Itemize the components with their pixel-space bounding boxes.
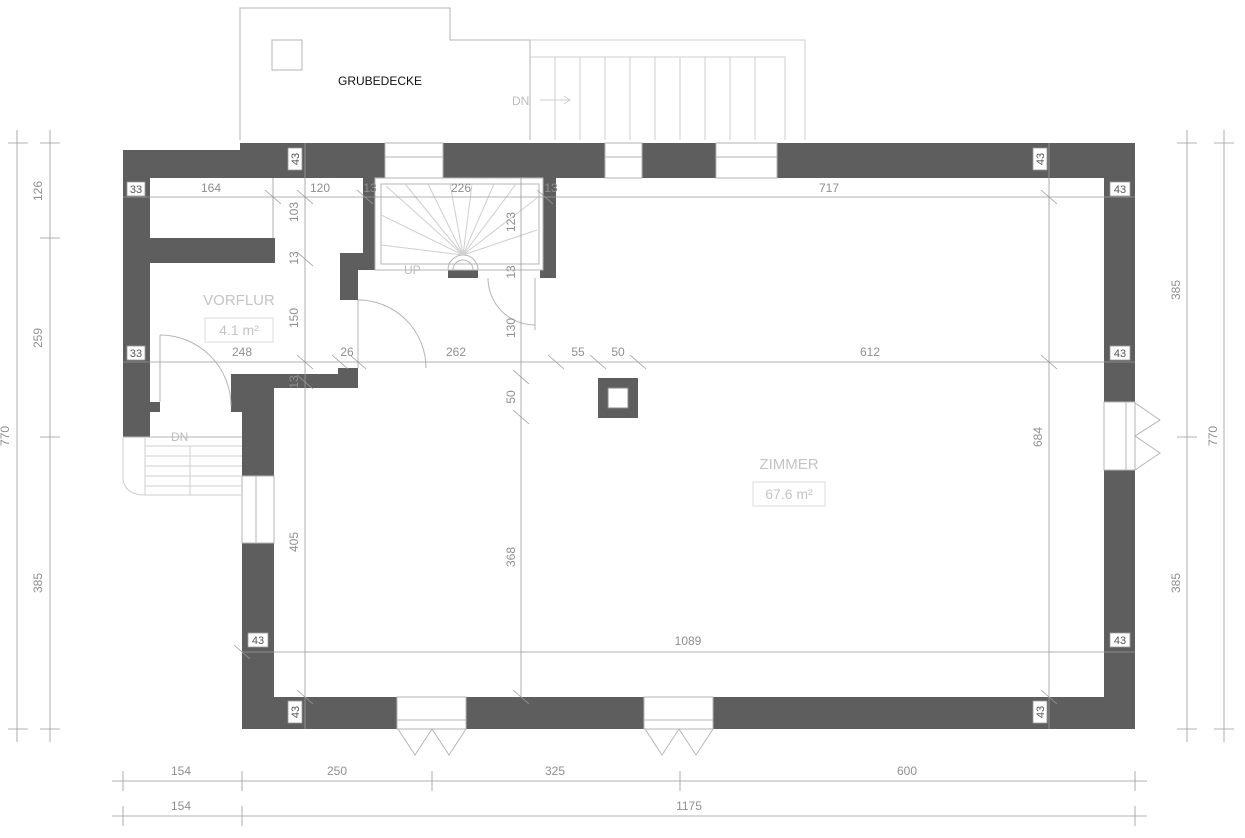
tag-43-right-b: 43 (1114, 348, 1126, 360)
dim-13-mid: 13 (287, 375, 301, 389)
dim-405: 405 (287, 532, 301, 552)
room-name-zimmer: ZIMMER (759, 456, 818, 473)
tag-43-top-right: 43 (1035, 153, 1047, 165)
dim-bottom-325: 325 (545, 764, 565, 778)
dim-130: 130 (504, 318, 518, 338)
dim-103: 103 (287, 202, 301, 222)
dim-123: 123 (504, 212, 518, 232)
grubedecke-annex: DN GRUBEDECKE (239, 7, 806, 140)
stair-dn-left-label: DN (171, 430, 188, 444)
stair-up-label: UP (404, 263, 421, 277)
dim-left-385: 385 (31, 573, 45, 593)
dimension-lines (8, 130, 1234, 826)
dim-226: 226 (451, 181, 471, 195)
dim-684: 684 (1031, 427, 1045, 447)
pillar-core (607, 387, 629, 409)
walls (123, 143, 1135, 729)
spiral-stair: UP (374, 177, 544, 277)
room-name-vorflur: VORFLUR (203, 292, 275, 309)
dim-120: 120 (310, 181, 330, 195)
dim-right-385a: 385 (1169, 280, 1183, 300)
dim-13-top-a: 13 (363, 181, 377, 195)
dim-150: 150 (287, 308, 301, 328)
dim-26: 26 (340, 345, 354, 359)
dim-368: 368 (504, 547, 518, 567)
dim-13-top-b: 13 (544, 181, 558, 195)
dim-bottom-600: 600 (897, 764, 917, 778)
grubedecke-label: GRUBEDECKE (338, 74, 422, 88)
dim-50-h: 50 (611, 345, 625, 359)
dim-left-770: 770 (0, 426, 12, 446)
dim-right-385b: 385 (1169, 573, 1183, 593)
dim-164: 164 (201, 181, 221, 195)
doors (159, 277, 536, 407)
dim-248: 248 (232, 345, 252, 359)
dim-13-left: 13 (287, 251, 301, 265)
outside-stair-treads (554, 57, 756, 140)
tag-43-top-left: 43 (290, 153, 302, 165)
dim-50-v: 50 (504, 390, 518, 404)
dim-bottom-154a: 154 (171, 764, 191, 778)
dim-262: 262 (446, 345, 466, 359)
dim-55: 55 (571, 345, 585, 359)
wall-thickness-tags: 33 33 43 43 43 43 43 43 43 43 (126, 147, 1131, 724)
dim-bottom-154b: 154 (171, 799, 191, 813)
dim-bottom-250: 250 (327, 764, 347, 778)
stair-dn-top-label: DN (512, 94, 529, 108)
tag-43-right-c: 43 (1114, 635, 1126, 647)
tag-43-bottom-right: 43 (1035, 706, 1047, 718)
dim-1089: 1089 (675, 634, 702, 648)
dimension-labels: 126 259 770 385 385 770 385 154 250 325 … (0, 181, 1220, 813)
dim-bottom-1175: 1175 (676, 799, 702, 813)
exterior-stair-left: DN (122, 430, 242, 496)
dim-717: 717 (819, 181, 839, 195)
tag-43-left-wall: 43 (252, 635, 264, 647)
tag-33-top: 33 (130, 184, 142, 196)
tag-43-bottom-left: 43 (290, 706, 302, 718)
tag-33-mid: 33 (130, 348, 142, 360)
room-labels: VORFLUR 4.1 m² ZIMMER 67.6 m² (203, 292, 826, 507)
tag-43-right-a: 43 (1114, 184, 1126, 196)
dim-left-259: 259 (31, 328, 45, 348)
dim-left-126: 126 (31, 181, 45, 201)
dim-right-770: 770 (1206, 426, 1220, 446)
room-area-vorflur: 4.1 m² (219, 322, 259, 338)
windows (241, 142, 1161, 756)
dim-612: 612 (860, 345, 880, 359)
dim-13-stair: 13 (504, 265, 518, 279)
room-area-zimmer: 67.6 m² (765, 486, 813, 502)
